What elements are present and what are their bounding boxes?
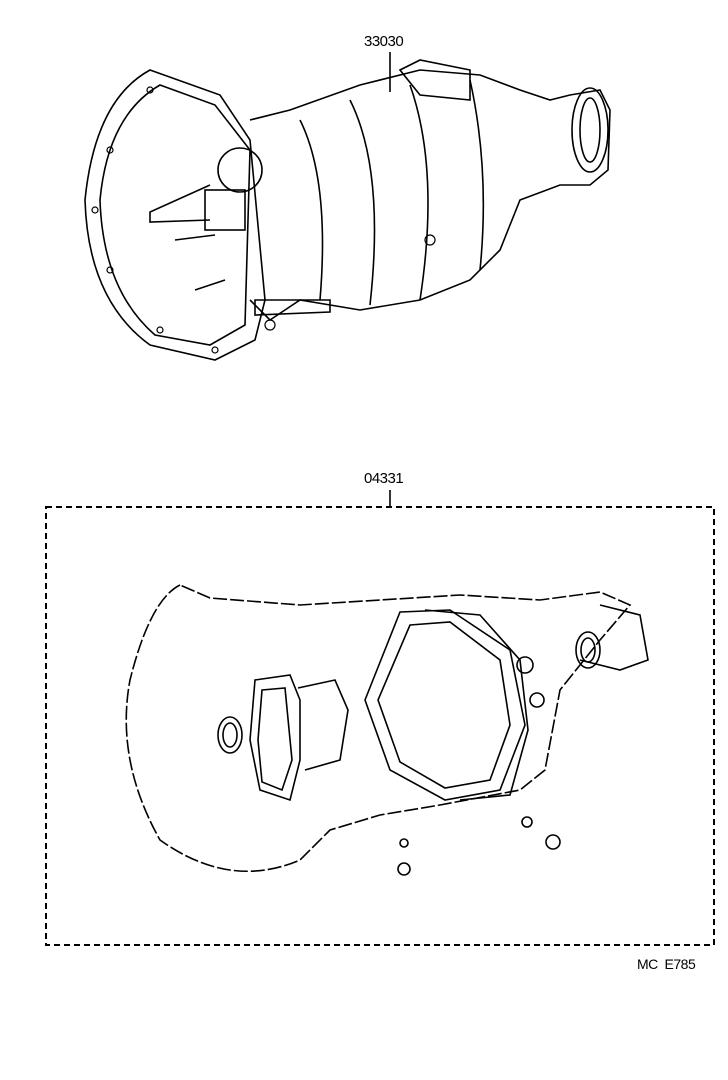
part-label-04331: 04331 bbox=[364, 470, 404, 487]
gasket-kit-drawing bbox=[45, 490, 715, 946]
part-label-33030: 33030 bbox=[364, 33, 404, 50]
transmission-assembly-drawing bbox=[84, 52, 611, 361]
diagram-code: MC E785 bbox=[637, 956, 696, 972]
